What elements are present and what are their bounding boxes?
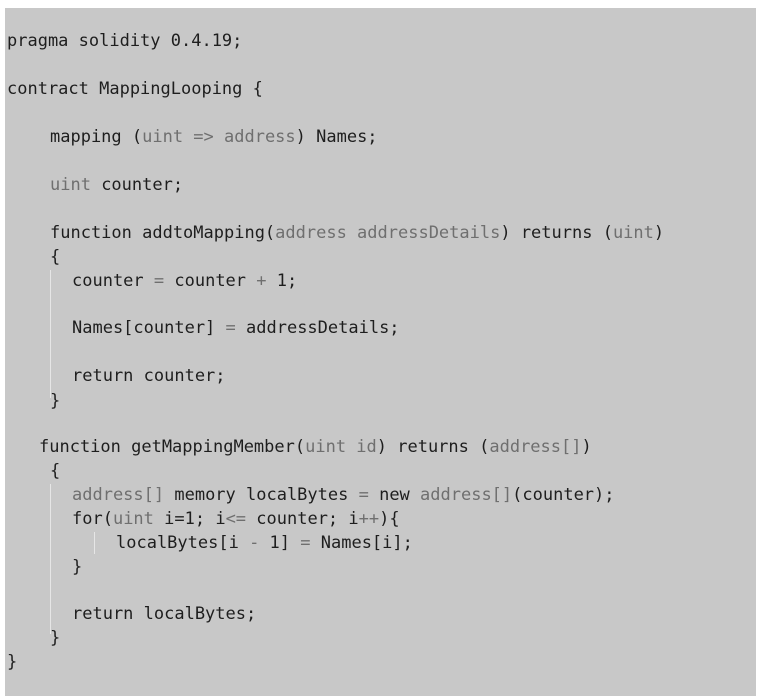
code-token: mapping ( [50,127,143,147]
code-token-operator: ++ [358,509,380,529]
code-token-type: uint [612,223,654,243]
code-screenshot-panel: pragma solidity 0.4.19; contract Mapping… [5,8,756,696]
code-block: pragma solidity 0.4.19; contract Mapping… [5,8,756,696]
code-token: { [50,461,61,481]
code-line: } [72,556,82,578]
code-token: counter; i [246,509,359,529]
code-token-operator: - [249,533,260,553]
code-line: mapping (uint => address) Names; [50,126,378,148]
code-token: (counter); [512,485,615,505]
code-token-operator: = [300,533,311,553]
code-token-type: uint [112,509,154,529]
code-token: 1; [266,271,298,291]
code-token: } [72,557,83,577]
code-line: return localBytes; [72,603,256,625]
code-token: } [7,652,18,672]
code-token: for( [72,509,113,529]
code-token: ){ [379,509,400,529]
code-line: localBytes[i - 1] = Names[i]; [116,532,413,554]
code-token-type: uint [50,175,91,195]
code-line: function addtoMapping(address addressDet… [50,222,664,244]
code-line: { [50,246,60,268]
code-token: function getMappingMember( [39,437,306,457]
indent-guide [50,484,51,634]
code-line: contract MappingLooping { [7,78,263,100]
code-token-type: address addressDetails [275,223,501,243]
code-token-type: address[] [72,485,165,505]
code-line: for(uint i=1; i<= counter; i++){ [72,508,400,530]
code-line: { [50,460,60,482]
code-token: ) [581,437,592,457]
code-token: localBytes[i [116,533,250,553]
code-token: i=1; i [153,509,226,529]
code-token: 1] [259,533,301,553]
code-token: counter [72,271,154,291]
code-line: uint counter; [50,174,183,196]
code-line: } [50,627,60,649]
code-token-type: uint id [305,437,377,457]
code-token: memory localBytes [164,485,359,505]
code-line: function getMappingMember(uint id) retur… [39,436,592,458]
code-line: counter = counter + 1; [72,270,297,292]
code-token: ) returns ( [500,223,613,243]
code-token: return counter; [72,366,226,386]
code-line: Names[counter] = addressDetails; [72,317,400,339]
code-token: contract MappingLooping { [7,79,263,99]
code-token-operator: = [358,485,369,505]
code-token: Names[i]; [310,533,413,553]
code-token-operator: + [256,271,267,291]
code-token: ) Names; [295,127,378,147]
code-token: new [368,485,421,505]
indent-guide [94,532,95,554]
code-token-operator: = [225,318,236,338]
code-token: } [50,391,61,411]
code-line: } [50,390,60,412]
code-token: } [50,628,61,648]
code-token: ) returns ( [376,437,490,457]
code-token-operator: = [153,271,165,291]
code-token: function addtoMapping( [50,223,276,243]
code-token-type: uint => address [142,127,296,147]
code-token: counter [164,271,257,291]
code-token: { [50,247,61,267]
code-token: return localBytes; [72,604,257,624]
code-line: pragma solidity 0.4.19; [7,30,242,52]
code-line: return counter; [72,365,226,387]
code-token-type: address[] [420,485,513,505]
code-token: ) [653,223,665,243]
code-token: Names[counter] [72,318,226,338]
code-token-operator: <= [225,509,247,529]
indent-guide [50,270,51,398]
code-token: addressDetails; [235,318,400,338]
code-token: pragma solidity 0.4.19; [7,31,243,51]
code-line: address[] memory localBytes = new addres… [72,484,615,506]
code-token: counter; [90,175,184,195]
code-line: } [7,651,17,673]
code-token-type: address[] [489,437,582,457]
